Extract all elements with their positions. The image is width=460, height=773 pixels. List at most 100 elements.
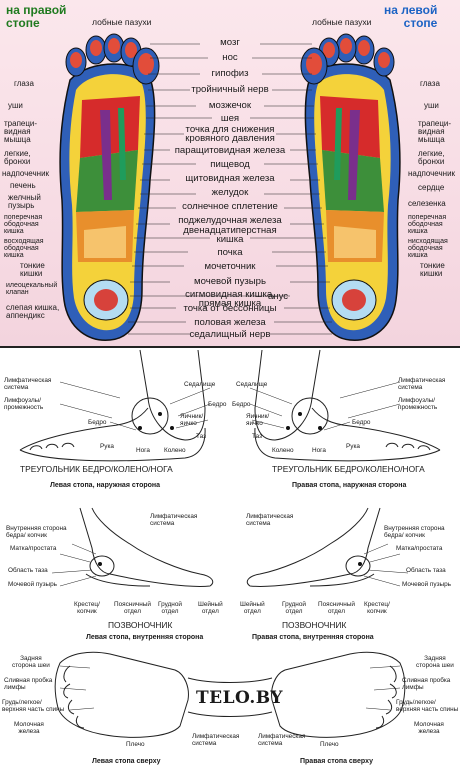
r1l-leg: Нога: [136, 447, 150, 454]
left-ears: уши: [8, 101, 23, 110]
label-ureter: мочеточник: [204, 261, 256, 272]
label-duodenum-1: двенадцатиперстная: [183, 225, 277, 236]
label-anus: анус: [267, 291, 289, 302]
r1l-triangle: ТРЕУГОЛЬНИК БЕДРО/КОЛЕНО/НОГА: [20, 464, 173, 474]
r2l-spine: ПОЗВОНОЧНИК: [108, 620, 173, 630]
r1r-lymph-nodes: Лимфоузлы/промежность: [398, 397, 438, 411]
label-neck: шея: [220, 113, 240, 124]
label-nose: нос: [222, 52, 238, 63]
r2l-sacrum: Крестец/копчик: [74, 601, 100, 615]
left-eyes: глаза: [14, 79, 34, 88]
r3l-shoulder: Плечо: [126, 741, 145, 748]
r1l-hip2: Бедро: [208, 401, 227, 408]
label-stomach: желудок: [211, 187, 249, 198]
label-parathyroid: паращитовидная железа: [174, 145, 286, 156]
r3r-chest: Грудь/легкое/верхняя часть спины: [396, 699, 459, 713]
r1r-ovary: Яичник/яичко: [246, 413, 270, 427]
left-liver: печень: [10, 181, 36, 190]
label-insomnia: точка от бессонницы: [183, 303, 277, 314]
label-pressure-2: кровяного давления: [185, 133, 275, 144]
label-sigmoid-2: прямая кишка: [198, 298, 262, 309]
r3r-shoulder: Плечо: [320, 741, 339, 748]
label-trigeminal: тройничный нерв: [191, 84, 269, 95]
r2r-sacrum: Крестец/копчик: [364, 601, 390, 615]
label-pituitary: гипофиз: [211, 68, 249, 79]
label-sciatic: седалищный нерв: [189, 329, 271, 340]
label-cerebellum: мозжечок: [208, 100, 252, 111]
sinus-label-left: лобные пазухи: [92, 17, 152, 27]
left-cecum: слепая кишка,аппендикс: [6, 303, 60, 321]
label-pressure-1: точка для снижения: [185, 124, 275, 135]
left-adrenal: надпочечник: [2, 169, 50, 178]
label-esophagus: пищевод: [210, 159, 250, 170]
r1r-knee: Колено: [272, 447, 294, 454]
leader-lines: [128, 43, 332, 335]
r2l-pelvic: Область таза: [8, 567, 48, 574]
r2l-caption: Левая стопа, внутренняя сторона: [86, 634, 204, 641]
r1l-knee: Колено: [164, 447, 186, 454]
right-ears: уши: [424, 101, 439, 110]
r2l-uterus: Матка/простата: [10, 545, 57, 552]
r2r-uterus: Матка/простата: [396, 545, 443, 552]
brand-watermark: TELO.BY: [196, 688, 283, 708]
right-heart: сердце: [418, 183, 445, 192]
right-lungs: легкие,бронхи: [418, 149, 445, 167]
r1l-hip: Бедро: [88, 419, 107, 426]
r3r-caption: Правая стопа сверху: [300, 758, 373, 765]
left-foot-sole: [300, 33, 401, 341]
label-brain: мозг: [220, 37, 240, 48]
r1l-ovary: Яичник/яичко: [180, 413, 204, 427]
r3l-caption: Левая стопа сверху: [92, 758, 161, 765]
label-duodenum-2: кишка: [216, 234, 244, 245]
r1r-hip: Бедро: [232, 401, 251, 408]
r1l-arm: Рука: [100, 443, 114, 450]
right-spleen: селезенка: [408, 199, 446, 208]
right-eyes: глаза: [420, 79, 440, 88]
r3l-chest: Грудь/легкое/верхняя часть спины: [2, 699, 65, 713]
r1r-leg: Нога: [312, 447, 326, 454]
label-kidney: почка: [217, 247, 243, 258]
sinus-label-right: лобные пазухи: [312, 17, 372, 27]
r1l-pelvis: Таз: [196, 433, 207, 440]
label-bladder: мочевой пузырь: [193, 276, 267, 287]
r1r-triangle: ТРЕУГОЛЬНИК БЕДРО/КОЛЕНО/НОГА: [272, 464, 425, 474]
r1r-buttock: Седалище: [236, 381, 268, 388]
r2r-caption: Правая стопа, внутренняя сторона: [252, 634, 374, 641]
r1r-hip2: Бедро: [352, 419, 371, 426]
r2r-bladder: Мочевой пузырь: [402, 581, 451, 588]
label-gonad: половая железа: [194, 317, 266, 328]
label-solar-plexus: солнечное сплетение: [182, 201, 278, 212]
r1r-caption: Правая стопа, наружная сторона: [292, 482, 407, 489]
left-lungs: легкие,бронхи: [4, 149, 31, 167]
r1r-arm: Рука: [346, 443, 360, 450]
section-divider: [0, 346, 460, 348]
label-thyroid: щитовидная железа: [185, 173, 275, 184]
r2r-spine: ПОЗВОНОЧНИК: [282, 620, 347, 630]
r1r-pelvis: Таз: [252, 433, 263, 440]
